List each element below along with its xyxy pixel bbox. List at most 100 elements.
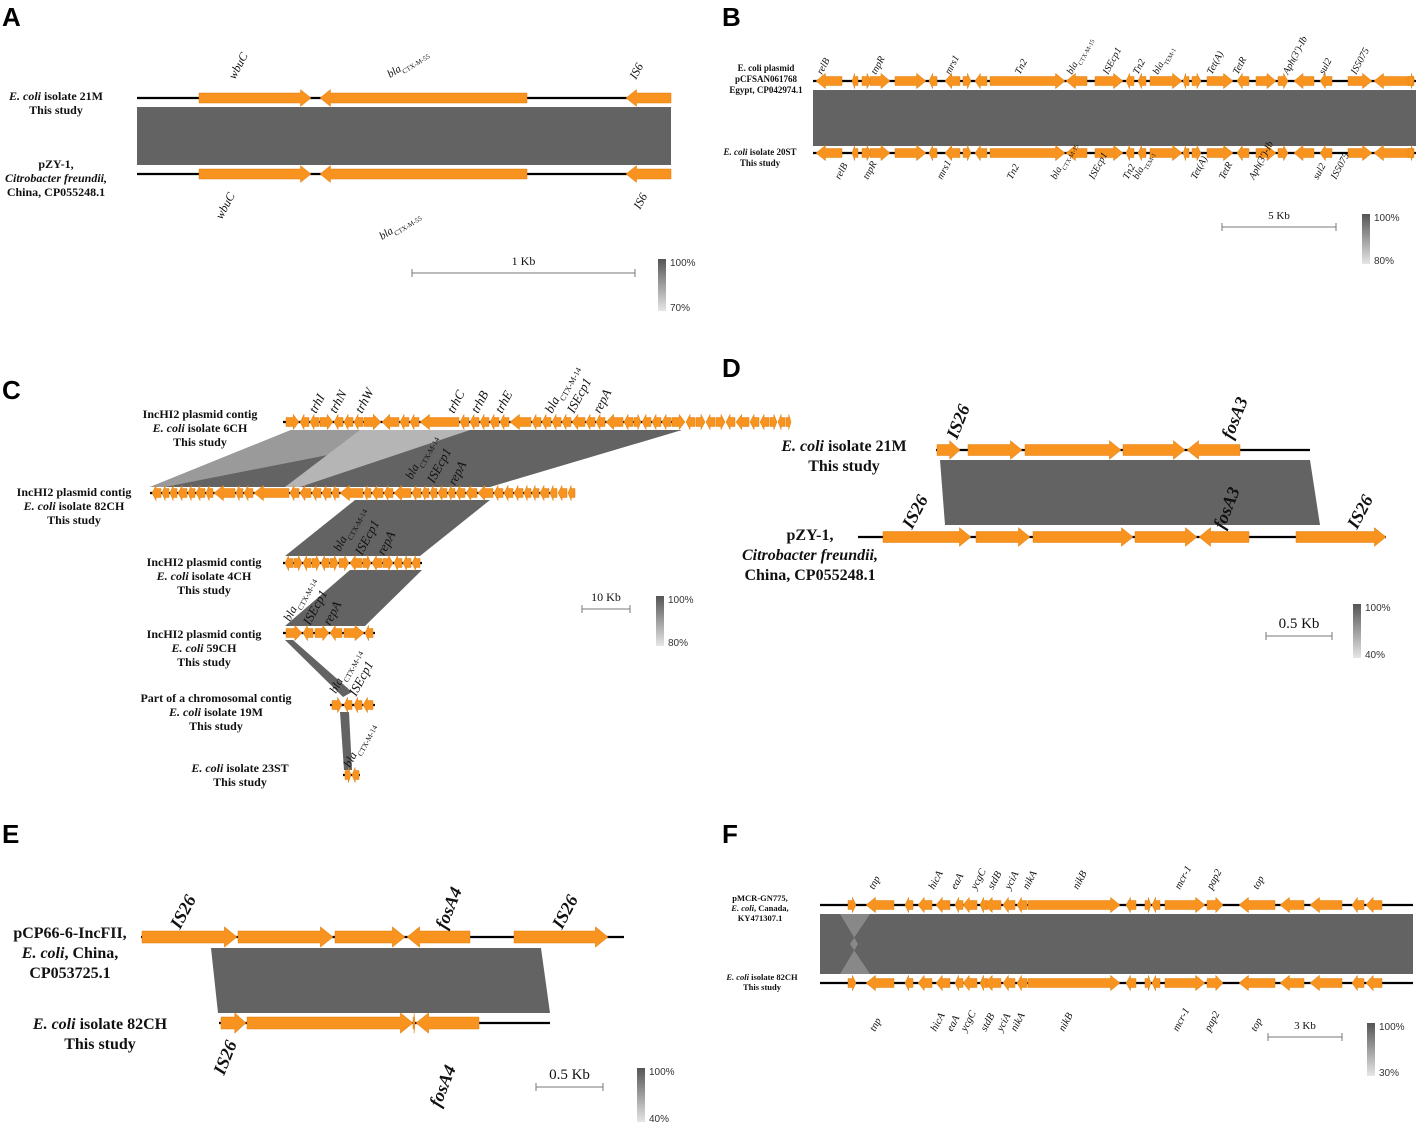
gene-arrow (363, 413, 382, 431)
gene-arrow (399, 414, 410, 430)
legend-min: 30% (1379, 1068, 1399, 1079)
gene-arrow (402, 555, 412, 571)
gene-arrow (1351, 896, 1365, 914)
gene-arrow (928, 73, 938, 89)
label-part: E. coli (725, 972, 749, 982)
gene-arrow (974, 144, 988, 162)
gene-arrow (1279, 896, 1305, 914)
legend-max: 100% (1379, 1022, 1405, 1033)
gene-arrow (1002, 896, 1016, 914)
gene-subscript: CTX-M-55 (393, 215, 424, 238)
gene-label: tnpR (861, 160, 880, 182)
gene-arrow (869, 144, 891, 162)
gene-arrow (979, 897, 989, 913)
gene-arrow (1347, 72, 1373, 90)
gene-subscript: TEM-1 (1163, 47, 1178, 66)
sequence-label-line: This study (177, 655, 231, 669)
gene-arrow (412, 1012, 416, 1034)
gene-arrow (198, 164, 312, 184)
identity-band (340, 712, 352, 770)
label-part: isolate 82CH (749, 972, 798, 982)
label-part: E. coli (21, 945, 65, 962)
gene-arrow (861, 145, 872, 161)
sequence-label-line: IncHI2 plasmid contig (17, 485, 132, 499)
gene-arrow (1094, 72, 1124, 90)
label-part: IncHI2 plasmid contig (147, 627, 262, 641)
identity-band (820, 914, 1413, 974)
identity-legend (658, 259, 666, 311)
sequence-label-line: This study (29, 103, 83, 117)
gene-arrow (1198, 527, 1250, 547)
gene-arrow (549, 485, 558, 501)
sequence-label-line: This study (740, 158, 781, 168)
gene-arrow (641, 414, 652, 430)
gene-arrow (1293, 144, 1315, 162)
gene-arrow (962, 73, 972, 89)
gene-arrow (1122, 440, 1186, 460)
label-part: E. coli (168, 705, 202, 719)
gene-label: fosA3 (1217, 394, 1252, 441)
label-part: E. coli (722, 147, 747, 157)
gene-arrow (151, 485, 162, 501)
scale-label: 5 Kb (1268, 210, 1290, 222)
label-part: China, CP055248.1 (7, 185, 105, 199)
label-part: This study (213, 775, 267, 789)
gene-arrow (503, 485, 514, 501)
gene-label: fosA4 (431, 884, 466, 931)
gene-arrow (319, 164, 528, 184)
gene-arrow (314, 624, 330, 642)
gene-arrow (651, 414, 662, 430)
gene-arrow (984, 896, 1002, 914)
gene-label: Tn2 (1005, 163, 1022, 182)
sequence-label-line: E. coli isolate 82CH (23, 499, 125, 513)
gene-arrow (759, 414, 770, 430)
gene-arrow (362, 555, 372, 571)
gene-arrow (928, 145, 938, 161)
gene-arrow (605, 413, 624, 431)
gene-label: Tn2 (1013, 58, 1030, 77)
gene-label: repA (589, 386, 614, 415)
gene-arrow (319, 413, 334, 431)
gene-arrow (479, 414, 490, 430)
gene-arrow (499, 414, 510, 430)
gene-arrow (1238, 974, 1276, 992)
gene-arrow (1144, 897, 1152, 913)
label-part: This study (64, 1036, 136, 1053)
panel-e: pCP66-6-IncFII,E. coli, China,CP053725.1… (13, 884, 674, 1125)
sequence-label-line: E. coli isolate 82CH (32, 1016, 168, 1033)
gene-arrow (1347, 144, 1373, 162)
panel-letter: D (722, 353, 741, 383)
gene-arrow (351, 767, 360, 783)
sequence-label-line: This study (808, 458, 880, 475)
label-part: This study (177, 583, 231, 597)
gene-arrow (187, 485, 196, 501)
label-part: This study (743, 982, 782, 992)
gene-arrow (585, 414, 596, 430)
gene-arrow (815, 72, 843, 90)
gene-arrow (493, 485, 504, 501)
gene-label: fosA4 (425, 1062, 460, 1109)
sequence-label-line: E. coli isolate 6CH (152, 421, 248, 435)
gene-arrow (1024, 440, 1122, 460)
gene-arrow (284, 555, 294, 571)
gene-arrow (333, 414, 344, 430)
gene-arrow (904, 897, 914, 913)
label-part: isolate 19M (201, 705, 263, 719)
sequence-label-line: E. coli, Canada, (730, 903, 788, 913)
label-part: Part of a chromosomal contig (140, 691, 291, 705)
gene-label: mcr-1 (1173, 864, 1194, 891)
gene-arrow (344, 767, 352, 783)
gene-label: Tn2 (1131, 58, 1148, 77)
gene-label: tnp (867, 874, 883, 891)
gene-label: trhI (305, 391, 328, 416)
gene-arrow (1027, 896, 1121, 914)
gene-arrow (1277, 72, 1289, 90)
scale-label: 0.5 Kb (549, 1067, 590, 1083)
gene-subscript: CTX-M-15 (1077, 38, 1096, 66)
gene-arrow (541, 414, 552, 430)
gene-label: sul2 (1317, 57, 1335, 77)
label-part: 59CH (204, 641, 238, 655)
sequence-label-line: CP053725.1 (29, 965, 110, 982)
gene-arrow (557, 485, 568, 501)
gene-label: ycgC (958, 1008, 979, 1034)
